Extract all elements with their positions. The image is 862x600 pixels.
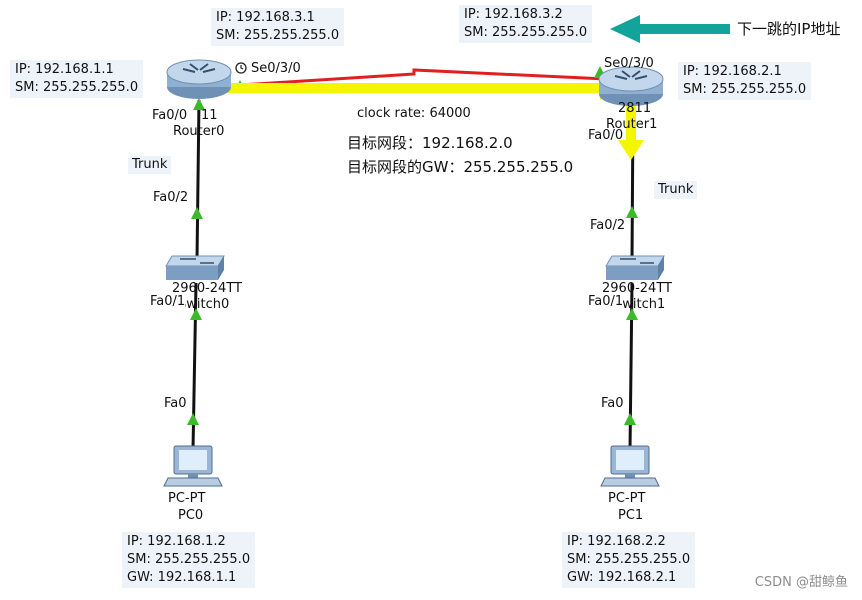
router-icon[interactable] xyxy=(166,59,232,99)
pc1-address-box: IP: 192.168.2.2 SM: 255.255.255.0 GW: 19… xyxy=(562,532,696,588)
pc1-type-label: PC-PT xyxy=(608,491,646,506)
pc0-address-box: IP: 192.168.1.2 SM: 255.255.255.0 GW: 19… xyxy=(122,532,256,588)
route-arrow xyxy=(205,76,644,160)
router1-name-label: Router1 xyxy=(606,117,658,132)
switch1-name-label: Switch1 xyxy=(614,297,666,312)
pc0-port-label: Fa0 xyxy=(164,396,187,411)
switch0-up-port-label: Fa0/2 xyxy=(153,190,189,205)
router1-serial-port-label: Se0/3/0 xyxy=(604,56,654,71)
next-hop-callout-arrow xyxy=(610,15,730,43)
router1-serial-sm-label: SM: 255.255.255.0 xyxy=(464,25,588,40)
switch-icon[interactable] xyxy=(165,255,225,280)
route-target-network: 目标网段：192.168.2.0 xyxy=(347,134,513,152)
pc1-port-label: Fa0 xyxy=(601,396,624,411)
right-trunk-label: Trunk xyxy=(654,181,698,199)
link-up-indicator xyxy=(191,207,203,219)
pc-icon[interactable] xyxy=(163,445,223,487)
router1-sm-label: SM: 255.255.255.0 xyxy=(683,82,807,97)
cable-router0-switch0 xyxy=(195,99,201,261)
router0-serial-port-label: Se0/3/0 xyxy=(251,61,301,76)
router1-model-label: 2811 xyxy=(618,101,652,116)
router0-sm-label: SM: 255.255.255.0 xyxy=(15,80,139,95)
router1-fa-port-label: Fa0/0 xyxy=(588,128,624,143)
switch0-name-label: Switch0 xyxy=(178,297,230,312)
left-trunk-label: Trunk xyxy=(128,156,172,174)
route-target-gw: 目标网段的GW：255.255.255.0 xyxy=(347,158,574,176)
router-icon[interactable] xyxy=(598,66,664,106)
router0-name-label: Router0 xyxy=(173,124,225,139)
link-up-indicator xyxy=(190,308,202,320)
watermark: CSDN @甜鲸鱼 xyxy=(754,575,848,590)
link-up-indicator xyxy=(626,206,638,218)
router0-fa-port-label: Fa0/0 xyxy=(152,108,188,123)
link-up-indicator xyxy=(193,98,205,110)
pc1-sm-label: SM: 255.255.255.0 xyxy=(567,552,691,567)
switch0-down-port-label: Fa0/1 xyxy=(150,294,186,310)
clock-rate-label: clock rate: 64000 xyxy=(357,106,471,121)
router0-serial-sm-label: SM: 255.255.255.0 xyxy=(216,28,340,43)
switch1-model-label: 2960-24TT xyxy=(602,281,672,296)
pc0-ip-label: IP: 192.168.1.2 xyxy=(127,534,226,549)
switch-icon[interactable] xyxy=(605,255,665,280)
router0-model-label: 11 xyxy=(201,108,218,123)
router1-serial-address-box: IP: 192.168.3.2 SM: 255.255.255.0 xyxy=(459,5,593,43)
switch1-down-port-label: Fa0/1 xyxy=(588,294,624,310)
pc0-type-label: PC-PT xyxy=(168,491,206,506)
router1-address-box: IP: 192.168.2.1 SM: 255.255.255.0 xyxy=(678,62,812,100)
link-up-indicator xyxy=(624,413,636,425)
pc0-gw-label: GW: 192.168.1.1 xyxy=(127,570,237,585)
pc1-ip-label: IP: 192.168.2.2 xyxy=(567,534,666,549)
router1-serial-ip-label: IP: 192.168.3.2 xyxy=(464,7,563,22)
pc1-name-label: PC1 xyxy=(618,508,644,523)
router0-address-box: IP: 192.168.1.1 SM: 255.255.255.0 xyxy=(10,60,144,98)
clock-icon xyxy=(235,62,247,74)
link-up-indicator xyxy=(626,308,638,320)
serial-cable xyxy=(223,68,607,88)
router0-serial-address-box: IP: 192.168.3.1 SM: 255.255.255.0 xyxy=(211,8,345,46)
next-hop-note: 下一跳的IP地址 xyxy=(737,20,841,38)
pc0-name-label: PC0 xyxy=(178,508,204,523)
router0-ip-label: IP: 192.168.1.1 xyxy=(15,62,114,77)
pc1-gw-label: GW: 192.168.2.1 xyxy=(567,570,677,585)
router1-ip-label: IP: 192.168.2.1 xyxy=(683,64,782,79)
link-up-indicator xyxy=(187,413,199,425)
pc-icon[interactable] xyxy=(600,445,660,487)
router0-serial-ip-label: IP: 192.168.3.1 xyxy=(216,10,315,25)
switch0-model-label: 2960-24TT xyxy=(172,281,242,296)
switch1-up-port-label: Fa0/2 xyxy=(590,218,626,233)
pc0-sm-label: SM: 255.255.255.0 xyxy=(127,552,251,567)
